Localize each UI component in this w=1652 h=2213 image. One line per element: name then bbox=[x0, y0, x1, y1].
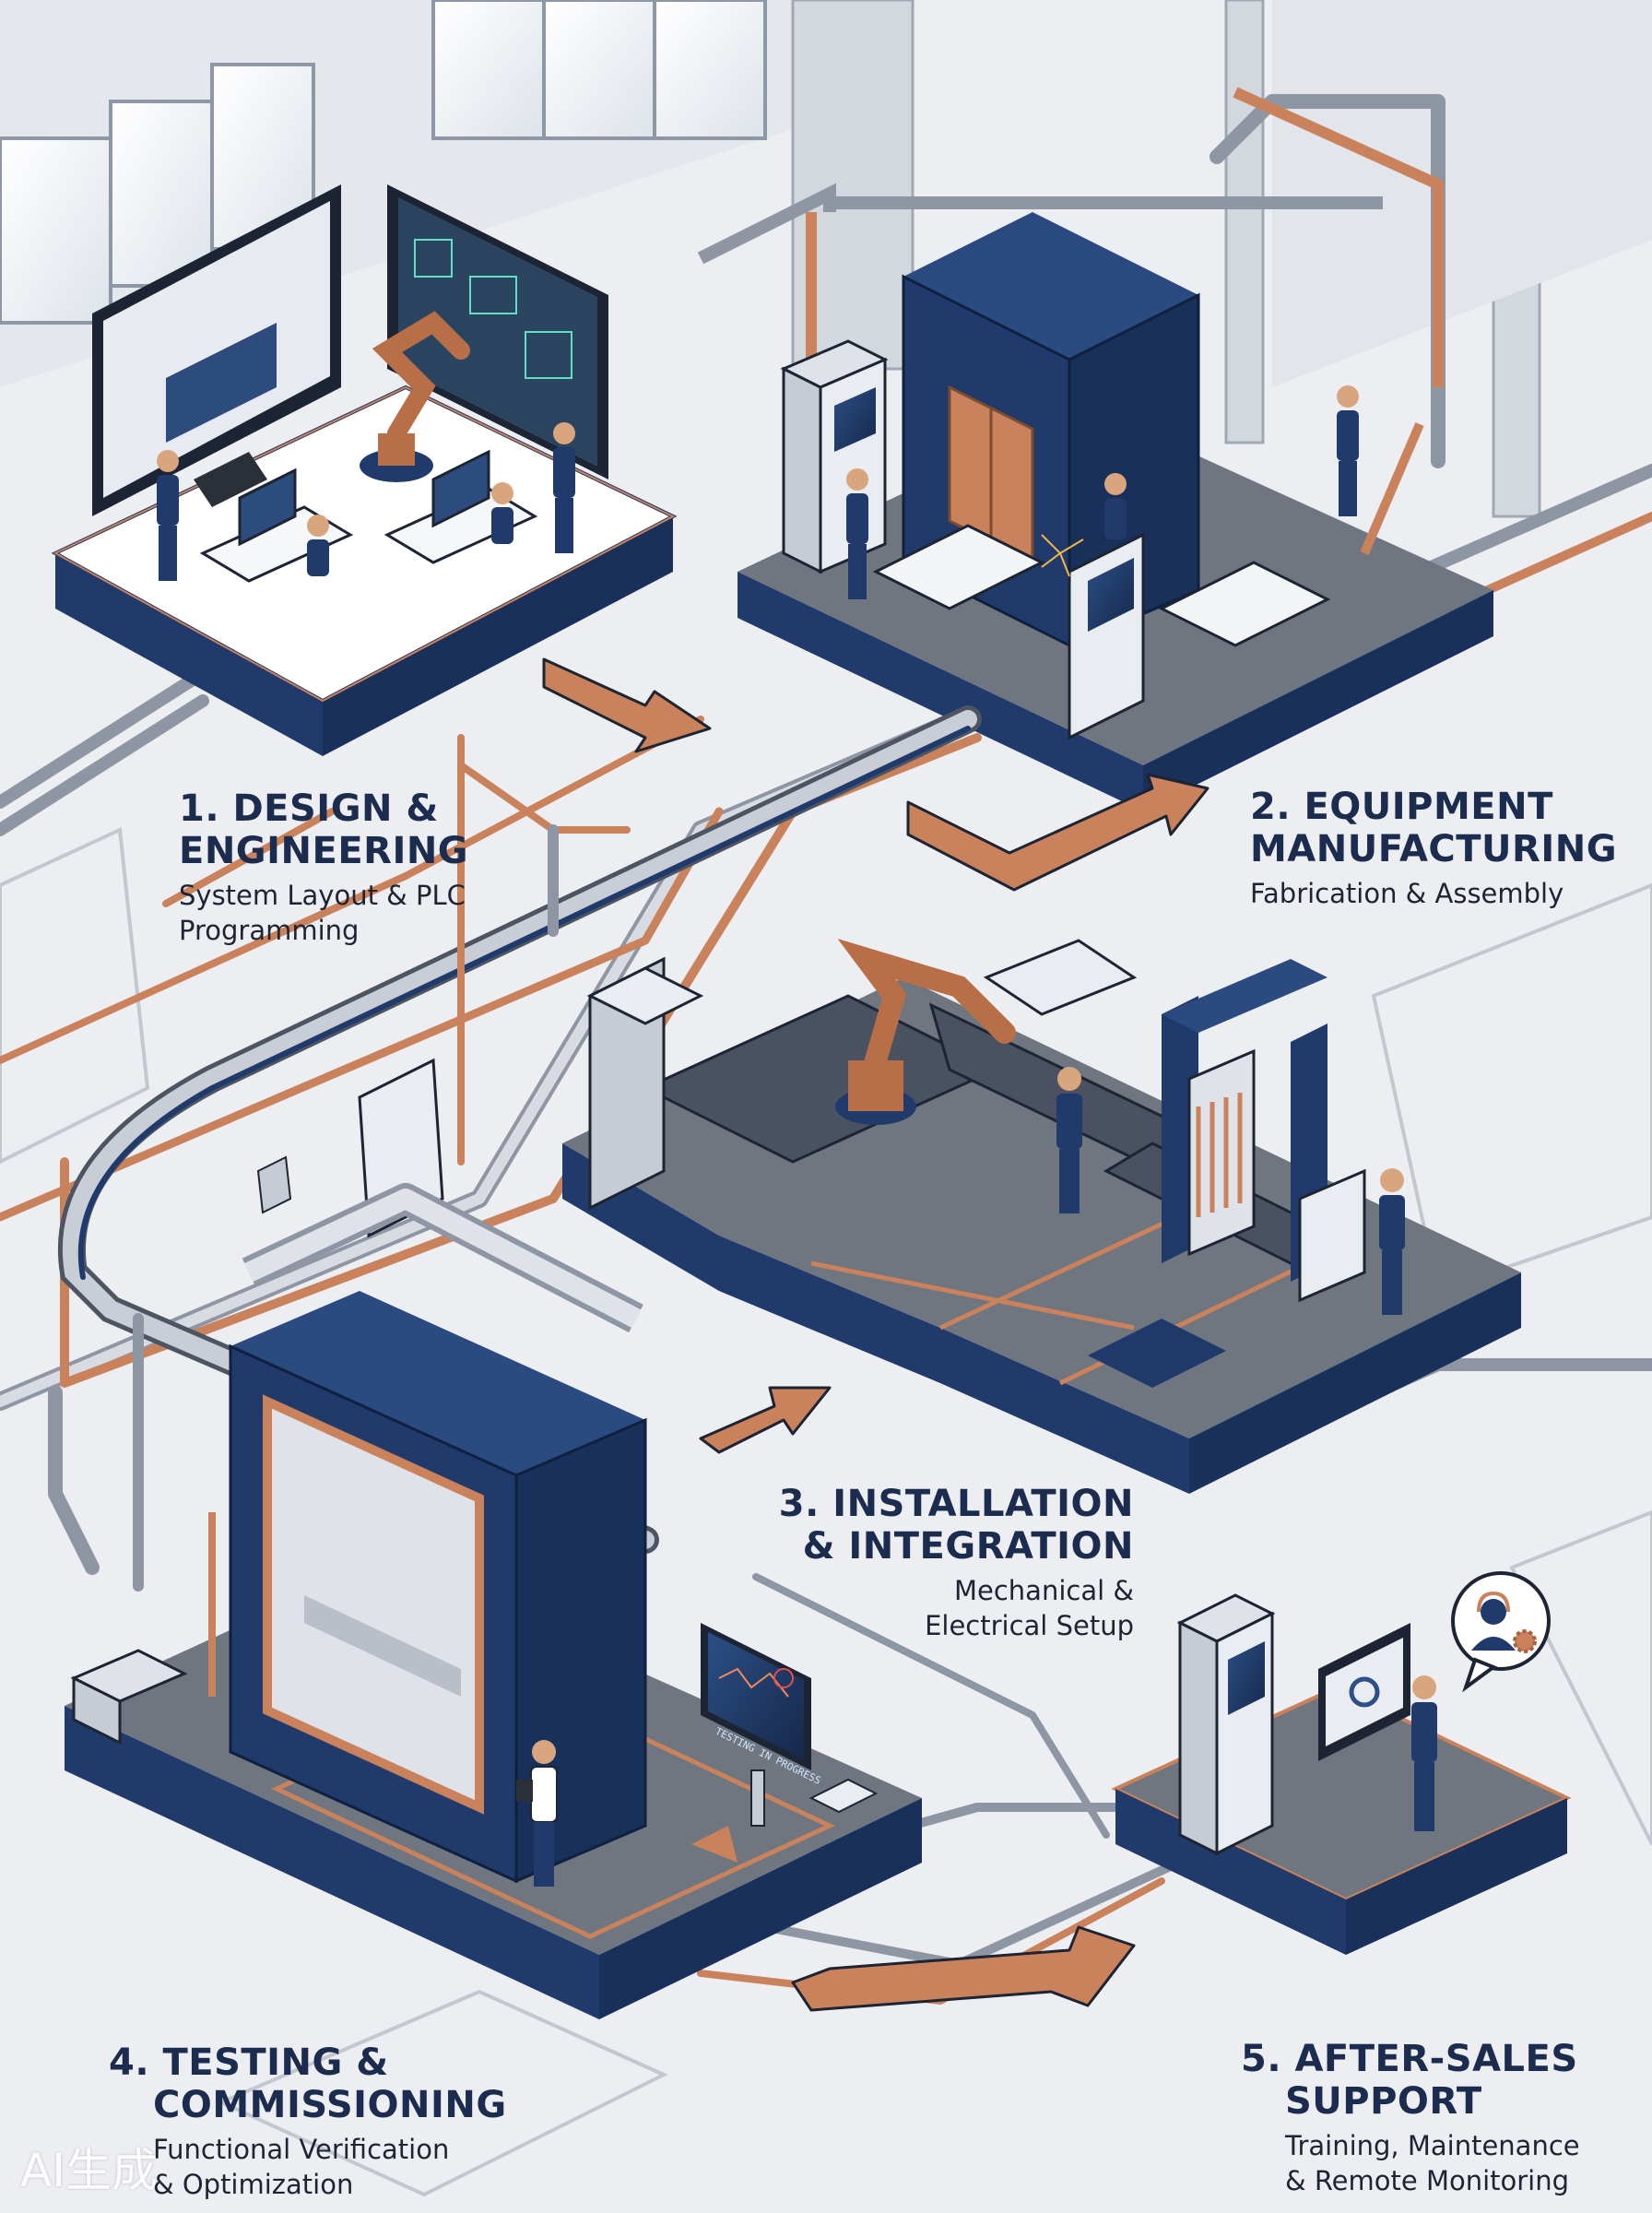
workbench bbox=[872, 524, 1331, 647]
stage-title-line: ENGINEERING bbox=[179, 830, 469, 872]
control-cabinet-icon bbox=[1176, 1593, 1276, 1856]
engineer-icon bbox=[516, 1740, 558, 1887]
stage-subtitle: Functional Verification & Optimization bbox=[153, 2134, 450, 2200]
stage-label-1: 1. DESIGN & ENGINEERING System Layout & … bbox=[179, 787, 468, 948]
motor-unit bbox=[70, 1649, 188, 1746]
support-touchscreen bbox=[1318, 1623, 1410, 1761]
stage-2-platform bbox=[697, 87, 1493, 811]
engineer-icon bbox=[846, 385, 1359, 599]
stage-label-4: 4. TESTING & COMMISSIONING Functional Ve… bbox=[109, 2041, 507, 2202]
flow-arrow-icon bbox=[791, 1925, 1136, 2012]
overhead-rail bbox=[57, 705, 982, 1592]
welding-spark bbox=[1041, 534, 1084, 577]
robot-arm-icon bbox=[835, 939, 1016, 1125]
stage-subtitle: Mechanical & Electrical Setup bbox=[925, 1575, 1134, 1641]
flow-arrow-icon bbox=[906, 773, 1210, 892]
robot-arm-icon bbox=[360, 311, 470, 482]
flow-arrows bbox=[542, 657, 1210, 2012]
electrical-panel bbox=[1187, 1048, 1366, 1303]
monitor-icon bbox=[387, 184, 608, 479]
stage-title-line: 4. TESTING & bbox=[109, 2041, 389, 2084]
stage-1-platform bbox=[51, 184, 678, 756]
flow-arrow-icon bbox=[542, 657, 712, 753]
engineer-icon bbox=[1411, 1675, 1437, 1831]
testing-monitor: TESTING IN PROGRESS bbox=[701, 1623, 822, 1827]
stage-title-line: COMMISSIONING bbox=[153, 2084, 507, 2126]
tablet-icon bbox=[516, 1780, 533, 1802]
stage-label-3: 3. INSTALLATION & INTEGRATION Mechanical… bbox=[756, 1483, 1134, 1643]
stage-5-platform bbox=[1111, 1571, 1572, 1955]
stage-label-2: 2. EQUIPMENT MANUFACTURING Fabrication &… bbox=[1250, 786, 1617, 911]
control-cabinet-icon bbox=[1068, 532, 1145, 740]
stage-subtitle: Fabrication & Assembly bbox=[1250, 878, 1564, 909]
stage-title-line: MANUFACTURING bbox=[1250, 828, 1618, 870]
flow-arrow-icon bbox=[699, 1386, 832, 1454]
stage-title-line: 1. DESIGN & bbox=[179, 787, 439, 830]
engineer-icon bbox=[1056, 1067, 1405, 1315]
test-cell bbox=[229, 1291, 647, 1884]
stage-subtitle: Training, Maintenance & Remote Monitorin… bbox=[1285, 2130, 1580, 2196]
control-cabinet-icon bbox=[780, 339, 889, 574]
ai-generated-watermark: AI生成 bbox=[20, 2144, 158, 2197]
stage-title-line: 3. INSTALLATION bbox=[778, 1483, 1134, 1525]
stage-title-line: 2. EQUIPMENT bbox=[1250, 786, 1553, 828]
stage-title-line: SUPPORT bbox=[1285, 2080, 1482, 2123]
engineer-icon bbox=[157, 422, 575, 581]
stage-title-line: 5. AFTER-SALES bbox=[1241, 2038, 1578, 2080]
machine-enclosure bbox=[586, 939, 1138, 1211]
support-headset-gear-icon bbox=[1451, 1571, 1551, 1693]
stage-3-platform bbox=[562, 939, 1521, 1494]
stage-label-5: 5. AFTER-SALES SUPPORT Training, Mainten… bbox=[1241, 2038, 1580, 2198]
stage-title-line: & INTEGRATION bbox=[802, 1525, 1134, 1568]
monitor-icon bbox=[92, 184, 341, 516]
stage-4-platform: TESTING IN PROGRESS bbox=[65, 1183, 922, 2019]
factory-window-top bbox=[431, 0, 767, 140]
stage-subtitle: System Layout & PLC Programming bbox=[179, 880, 466, 946]
